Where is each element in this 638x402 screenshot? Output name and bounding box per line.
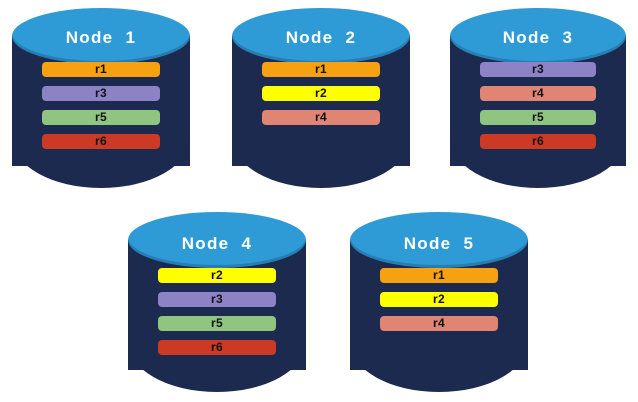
replica-bar-r5[interactable]: r5	[42, 110, 160, 125]
replica-bar-r3[interactable]: r3	[158, 292, 276, 307]
replica-bar-r1[interactable]: r1	[380, 268, 498, 283]
replica-bar-r6[interactable]: r6	[480, 134, 596, 149]
node-1-cylinder-top	[12, 8, 190, 64]
node-5-cylinder-top	[350, 212, 528, 268]
replica-bar-r4[interactable]: r4	[262, 110, 380, 125]
node-1-replica-stack: r1 r3 r5 r6	[42, 62, 160, 149]
replica-bar-r5[interactable]: r5	[158, 316, 276, 331]
node-4-cylinder-top	[128, 212, 306, 268]
replica-bar-r6[interactable]: r6	[158, 340, 276, 355]
replica-bar-r4[interactable]: r4	[380, 316, 498, 331]
replica-bar-r1[interactable]: r1	[42, 62, 160, 77]
replica-bar-r2[interactable]: r2	[380, 292, 498, 307]
node-2-cylinder-top	[232, 8, 410, 64]
replica-bar-r2[interactable]: r2	[158, 268, 276, 283]
node-5-cylinder-bottom	[350, 342, 528, 392]
node-3-replica-stack: r3 r4 r5 r6	[480, 62, 596, 149]
node-5-replica-stack: r1 r2 r4	[380, 268, 498, 331]
node-2-replica-stack: r1 r2 r4	[262, 62, 380, 125]
replica-bar-r1[interactable]: r1	[262, 62, 380, 77]
node-2-cylinder-bottom	[232, 138, 410, 188]
replica-bar-r6[interactable]: r6	[42, 134, 160, 149]
replica-bar-r2[interactable]: r2	[262, 86, 380, 101]
replica-bar-r3[interactable]: r3	[42, 86, 160, 101]
replica-bar-r5[interactable]: r5	[480, 110, 596, 125]
replica-bar-r4[interactable]: r4	[480, 86, 596, 101]
node-3-cylinder-top	[450, 8, 626, 64]
node-4-replica-stack: r2 r3 r5 r6	[158, 268, 276, 355]
replica-bar-r3[interactable]: r3	[480, 62, 596, 77]
